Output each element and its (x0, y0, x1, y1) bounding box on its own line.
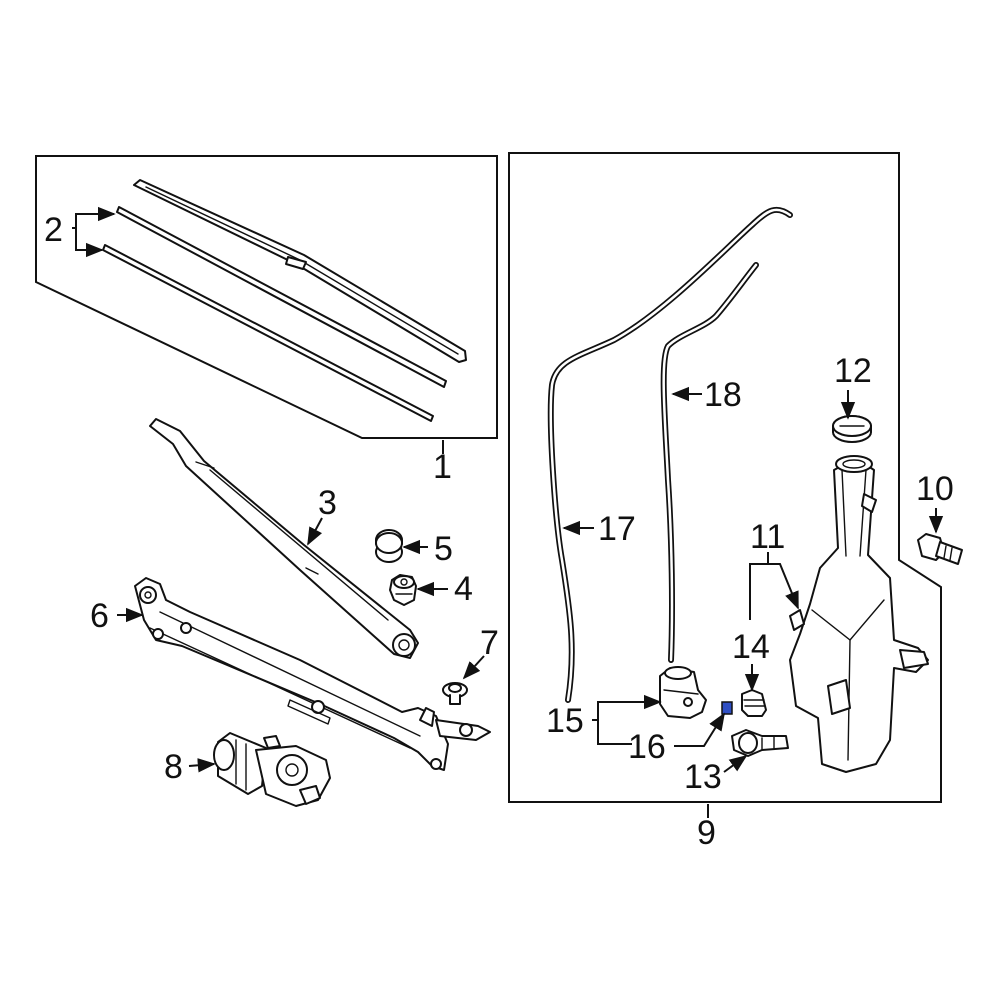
linkage-grommet[interactable] (442, 682, 468, 705)
callout-15: 15 (546, 702, 584, 740)
callout-11: 11 (750, 518, 785, 556)
callout-13: 13 (684, 758, 722, 796)
callout-4: 4 (454, 570, 473, 608)
callout-9: 9 (697, 814, 716, 852)
callout-14: 14 (732, 628, 770, 666)
leader-lines (72, 206, 944, 818)
callout-12: 12 (834, 352, 872, 390)
washer-pump[interactable] (659, 666, 707, 719)
blade-refill-lower[interactable] (102, 244, 434, 422)
callout-8: 8 (164, 748, 183, 786)
arm-nut[interactable] (389, 574, 417, 606)
washer-hose-front[interactable] (547, 206, 793, 703)
callout-2: 2 (44, 211, 63, 249)
callout-1: 1 (433, 448, 452, 486)
wiper-blade-group-frame (35, 155, 498, 439)
pivot-cap[interactable] (375, 529, 403, 563)
fluid-level-sensor[interactable] (731, 729, 789, 757)
callout-6: 6 (90, 597, 109, 635)
callout-3: 3 (318, 484, 337, 522)
washer-reservoir-tank[interactable] (789, 455, 929, 773)
callout-10: 10 (916, 470, 954, 508)
wiper-motor[interactable] (213, 732, 331, 807)
callout-7: 7 (480, 624, 499, 662)
wiper-arm[interactable] (149, 418, 419, 659)
washer-hose-rear[interactable] (660, 262, 759, 663)
callout-18: 18 (704, 376, 742, 414)
reservoir-bolt[interactable] (917, 533, 963, 565)
callout-17: 17 (598, 510, 636, 548)
wiper-linkage[interactable] (134, 577, 491, 771)
blade-refill-upper[interactable] (116, 206, 447, 388)
washer-reservoir-group-frame (508, 152, 942, 803)
level-sensor-grommet[interactable] (741, 689, 767, 717)
pump-seal[interactable] (721, 701, 733, 715)
reservoir-filler-cap[interactable] (832, 415, 872, 443)
wiper-blade[interactable] (133, 179, 467, 363)
callout-16: 16 (628, 728, 666, 766)
callout-5: 5 (434, 530, 453, 568)
